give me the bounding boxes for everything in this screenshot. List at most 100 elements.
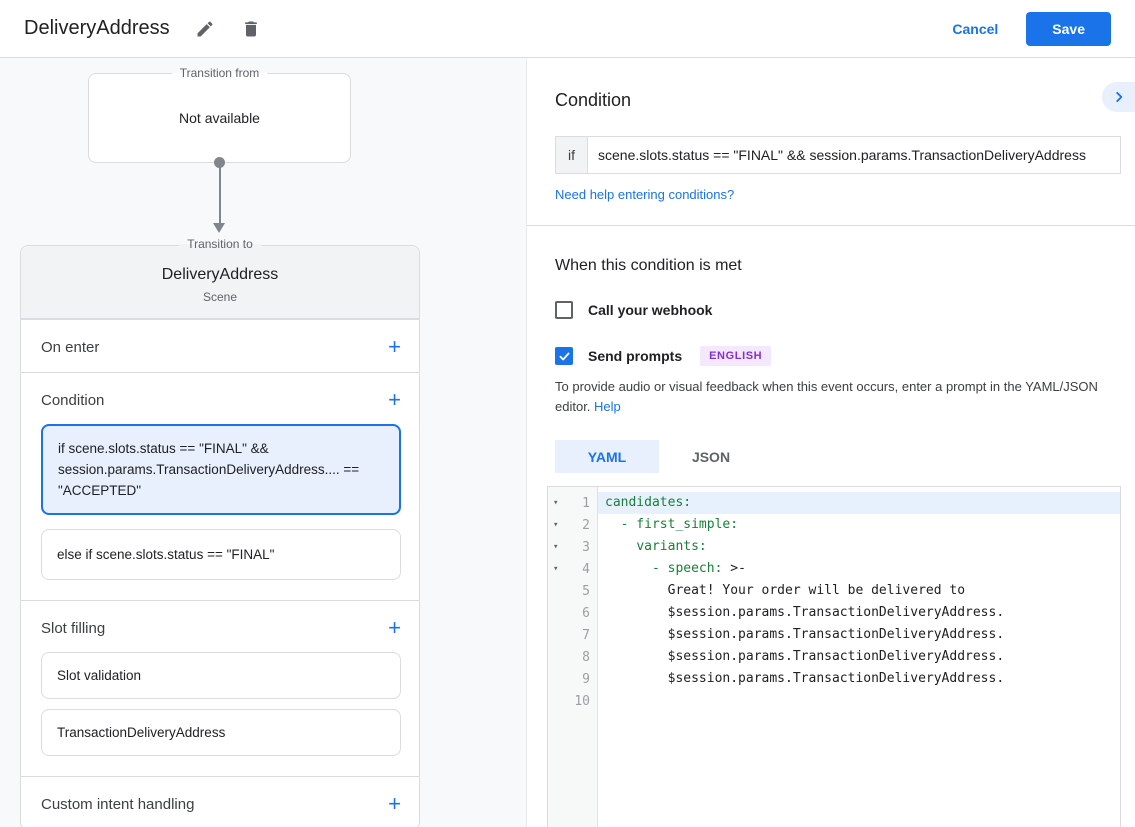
code-token: Great! Your order will be delivered to	[605, 583, 966, 598]
code-token: $session.params.TransactionDeliveryAddre…	[605, 627, 1005, 642]
pencil-icon	[197, 20, 213, 36]
scene-card-header: DeliveryAddress Scene	[21, 246, 419, 319]
fold-arrow-icon[interactable]: ▾	[553, 498, 559, 508]
add-custom-intent-button[interactable]: +	[388, 791, 401, 816]
line-number: 8	[582, 649, 590, 665]
code-line[interactable]: $session.params.TransactionDeliveryAddre…	[598, 668, 1120, 690]
gutter-row: 6	[548, 602, 597, 624]
help-link[interactable]: Help	[594, 399, 621, 414]
code-token: - first_simple:	[620, 517, 739, 532]
fold-arrow-icon[interactable]: ▾	[553, 564, 559, 574]
call-webhook-label[interactable]: Call your webhook	[588, 302, 713, 318]
code-line[interactable]: Great! Your order will be delivered to	[598, 580, 1120, 602]
gutter-row: ▾2	[548, 514, 597, 536]
delete-scene-button[interactable]	[240, 18, 262, 40]
on-enter-label: On enter	[41, 338, 100, 356]
custom-intent-label: Custom intent handling	[41, 795, 195, 813]
code-line[interactable]: $session.params.TransactionDeliveryAddre…	[598, 624, 1120, 646]
if-prefix-label: if	[555, 136, 587, 174]
gutter-row: 9	[548, 668, 597, 690]
editor-tabs: YAML JSON	[555, 440, 1135, 473]
gutter-row: 5	[548, 580, 597, 602]
scene-name: DeliveryAddress	[161, 266, 279, 283]
code-token	[605, 561, 652, 576]
condition-section-label: Condition	[41, 391, 105, 409]
fold-arrow-icon[interactable]: ▾	[553, 542, 559, 552]
code-line[interactable]: $session.params.TransactionDeliveryAddre…	[598, 602, 1120, 624]
custom-intent-row[interactable]: Custom intent handling +	[21, 777, 419, 827]
scene-flow-panel: Transition from Not available Transition…	[0, 58, 527, 827]
prompts-description: To provide audio or visual feedback when…	[555, 377, 1133, 417]
cancel-button[interactable]: Cancel	[952, 20, 999, 37]
code-line[interactable]: candidates:	[598, 492, 1120, 514]
line-number: 3	[582, 539, 590, 555]
transition-to-card: Transition to DeliveryAddress Scene On e…	[20, 237, 420, 827]
line-number: 1	[582, 495, 590, 511]
slot-validation-card[interactable]: Slot validation	[41, 652, 401, 699]
send-prompts-row: Send prompts ENGLISH	[555, 346, 1135, 366]
page-title: DeliveryAddress	[24, 17, 170, 39]
when-met-heading: When this condition is met	[555, 257, 742, 274]
line-number: 7	[582, 627, 590, 643]
flow-connector	[213, 157, 226, 233]
condition-help-link[interactable]: Need help entering conditions?	[555, 187, 735, 202]
code-token: candidates:	[605, 495, 692, 510]
add-on-enter-button[interactable]: +	[388, 334, 401, 359]
prompts-description-text: To provide audio or visual feedback when…	[555, 379, 1098, 414]
language-badge: ENGLISH	[700, 346, 772, 366]
add-slot-button[interactable]: +	[388, 615, 401, 640]
code-line[interactable]: - speech: >-	[598, 558, 1120, 580]
line-number: 9	[582, 671, 590, 687]
on-enter-section: On enter +	[21, 319, 419, 372]
slot-filling-row[interactable]: Slot filling +	[21, 601, 419, 648]
call-webhook-checkbox[interactable]	[555, 301, 573, 319]
condition-expression-input[interactable]: scene.slots.status == "FINAL" && session…	[587, 136, 1121, 174]
gutter-row: 7	[548, 624, 597, 646]
line-number: 10	[574, 693, 590, 709]
slot-filling-section: Slot filling + Slot validation Transacti…	[21, 600, 419, 776]
send-prompts-checkbox[interactable]	[555, 347, 573, 365]
code-token: $session.params.TransactionDeliveryAddre…	[605, 605, 1005, 620]
custom-intent-section: Custom intent handling +	[21, 776, 419, 827]
editor-code[interactable]: candidates: - first_simple: variants: - …	[598, 487, 1120, 827]
condition-card-selected[interactable]: if scene.slots.status == "FINAL" && sess…	[41, 424, 401, 515]
code-token: - speech:	[651, 561, 723, 576]
code-token: $session.params.TransactionDeliveryAddre…	[605, 671, 1005, 686]
tab-yaml[interactable]: YAML	[555, 440, 659, 473]
code-token: $session.params.TransactionDeliveryAddre…	[605, 649, 1005, 664]
transition-from-label: Transition from	[171, 66, 268, 80]
condition-detail-panel: Condition if scene.slots.status == "FINA…	[527, 58, 1135, 827]
connector-dot	[214, 157, 225, 168]
checkmark-icon	[559, 352, 569, 360]
code-line[interactable]	[598, 690, 1120, 712]
gutter-row: 10	[548, 690, 597, 712]
gutter-row: ▾3	[548, 536, 597, 558]
code-token	[605, 517, 621, 532]
trash-icon	[244, 21, 257, 36]
line-number: 4	[582, 561, 590, 577]
code-line[interactable]: - first_simple:	[598, 514, 1120, 536]
slot-cards: Slot validation TransactionDeliveryAddre…	[21, 652, 419, 776]
condition-section-row[interactable]: Condition +	[21, 373, 419, 420]
on-enter-row[interactable]: On enter +	[21, 320, 419, 372]
gutter-row: 8	[548, 646, 597, 668]
code-line[interactable]: variants:	[598, 536, 1120, 558]
collapse-panel-button[interactable]	[1102, 82, 1135, 112]
edit-title-button[interactable]	[194, 18, 216, 40]
slot-filling-label: Slot filling	[41, 619, 106, 637]
panel-divider	[527, 225, 1135, 226]
save-button[interactable]: Save	[1026, 11, 1111, 46]
slot-card[interactable]: TransactionDeliveryAddress	[41, 709, 401, 756]
connector-line	[218, 165, 221, 223]
fold-arrow-icon[interactable]: ▾	[553, 520, 559, 530]
scene-type-label: Scene	[202, 290, 238, 304]
code-line[interactable]: $session.params.TransactionDeliveryAddre…	[598, 646, 1120, 668]
line-number: 5	[582, 583, 590, 599]
tab-json[interactable]: JSON	[691, 448, 731, 465]
webhook-row: Call your webhook	[555, 301, 1135, 319]
add-condition-button[interactable]: +	[388, 387, 401, 412]
send-prompts-label[interactable]: Send prompts	[588, 348, 683, 364]
condition-card[interactable]: else if scene.slots.status == "FINAL"	[41, 529, 401, 580]
